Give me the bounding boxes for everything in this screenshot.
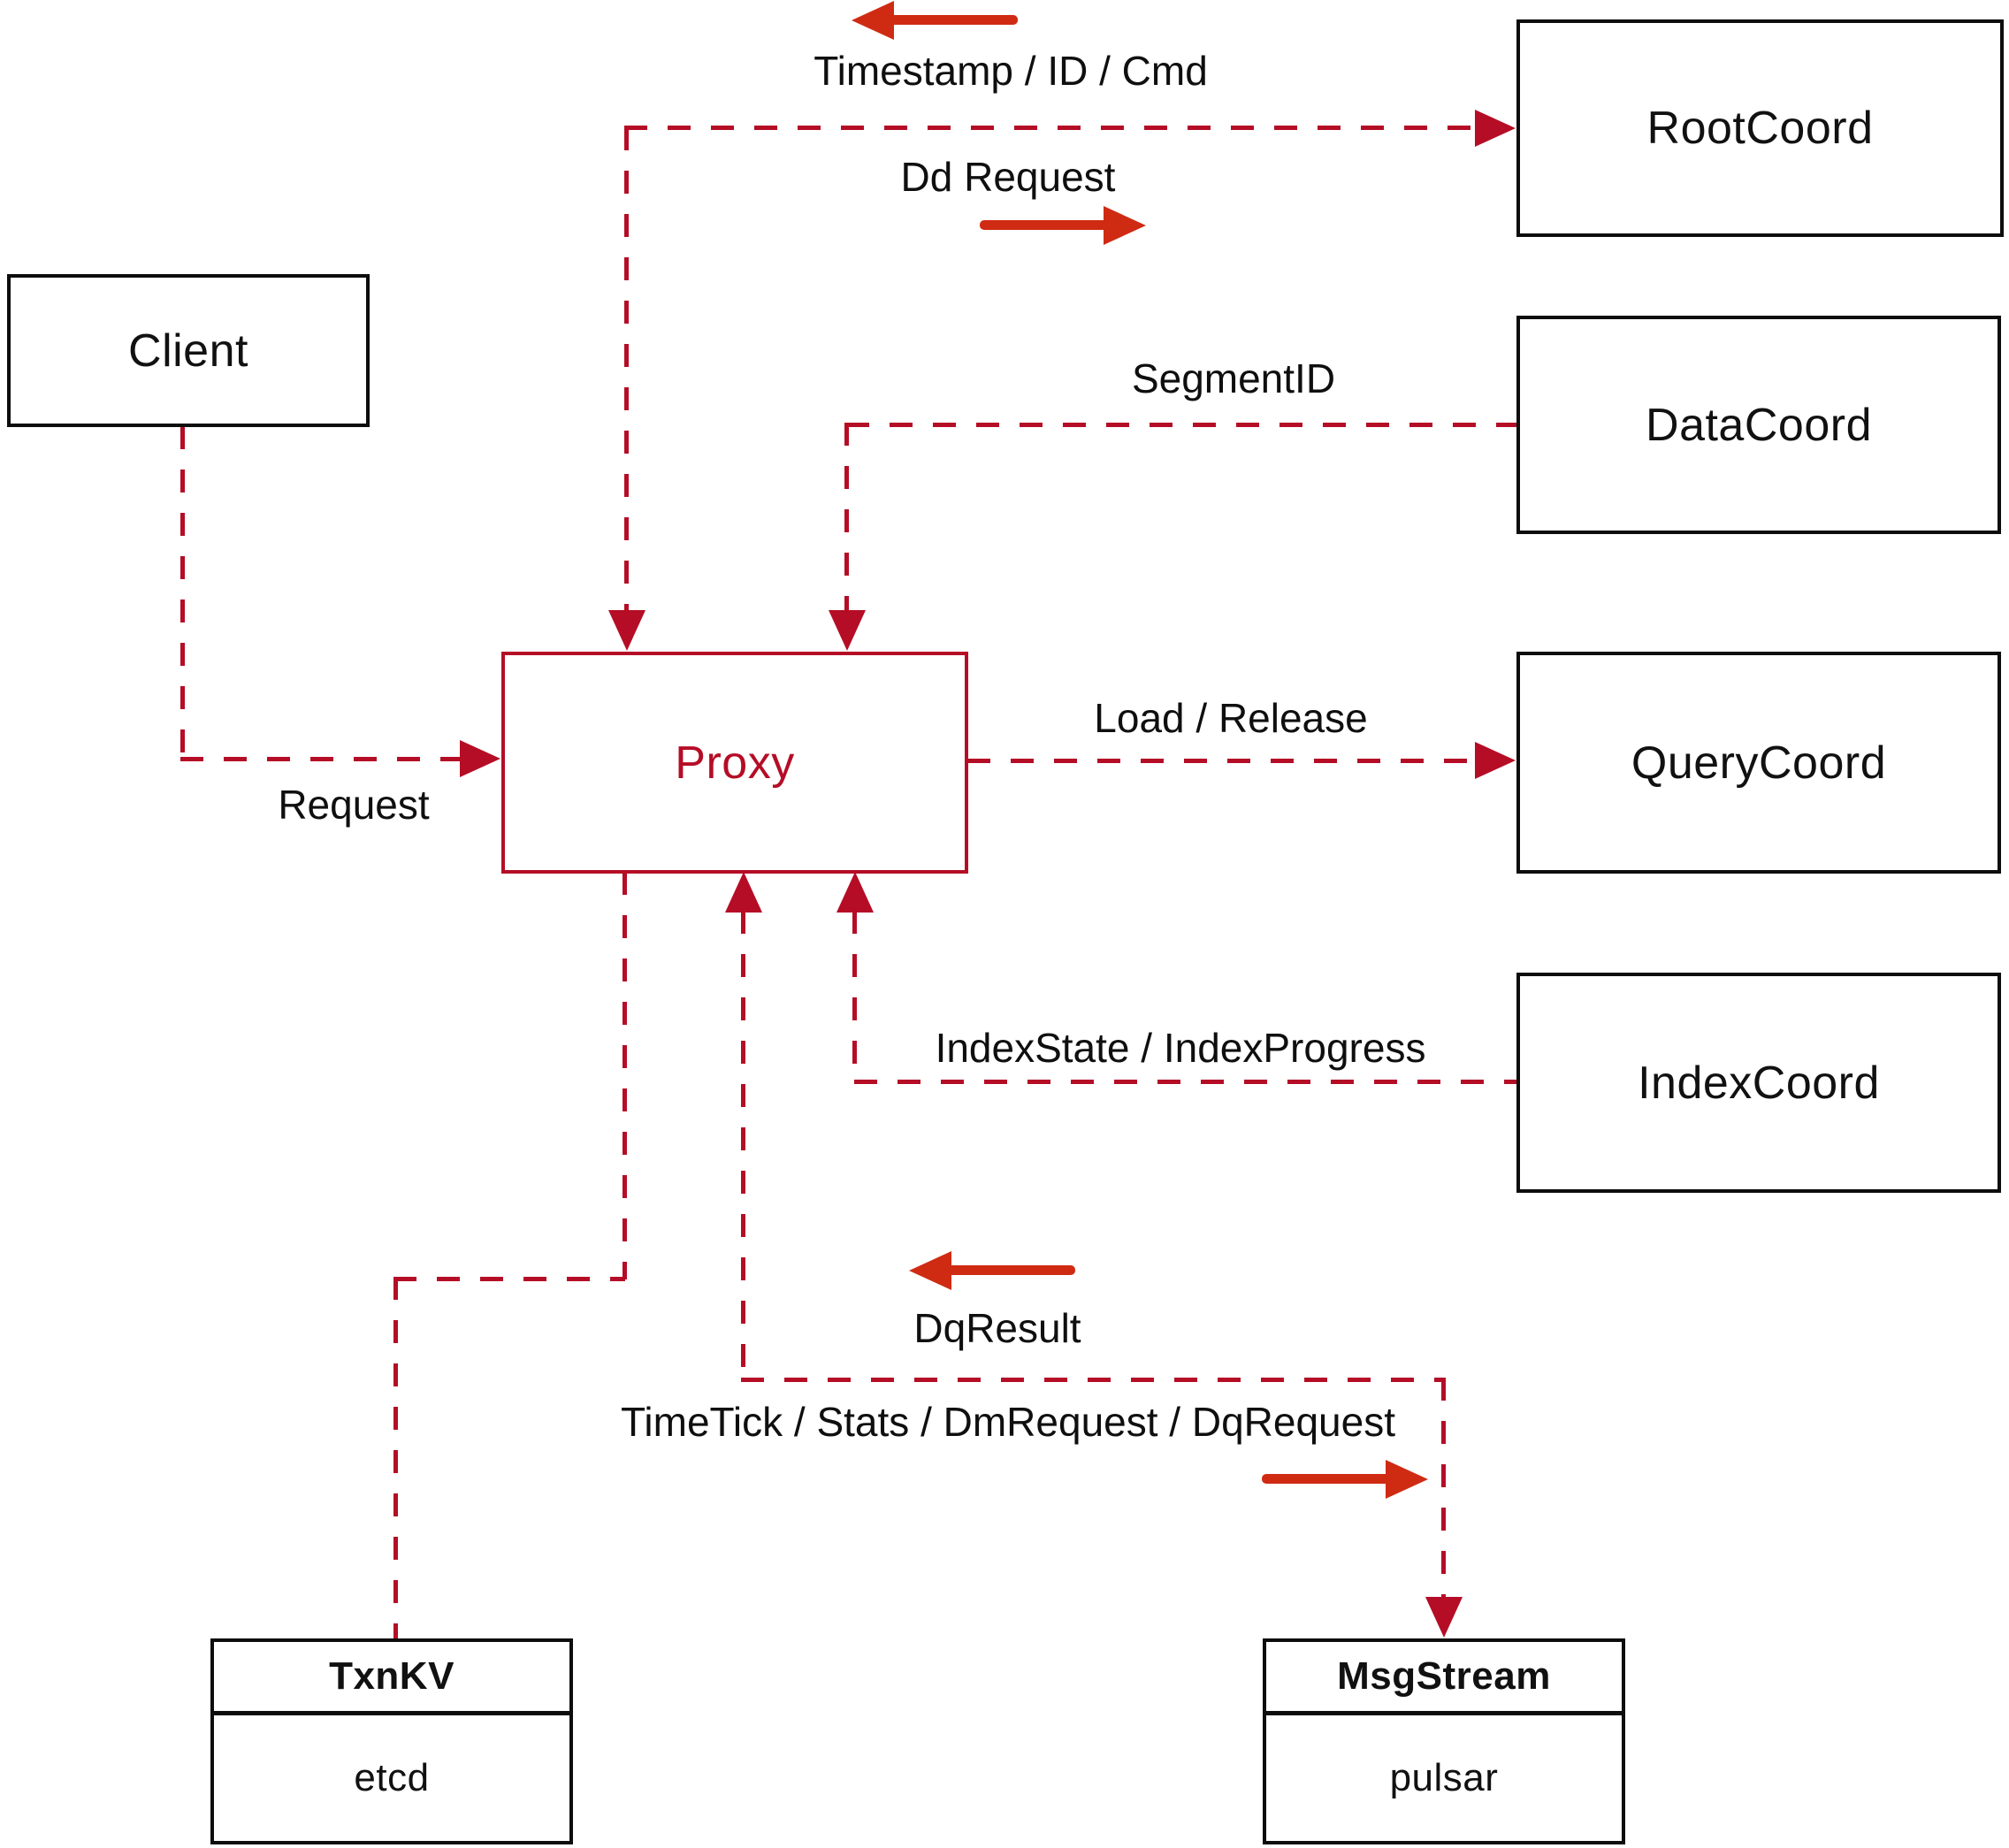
node-proxy-label: Proxy — [675, 737, 795, 789]
edge-label-segmentid: SegmentID — [1131, 355, 1336, 401]
edge-indexcoord-vertical — [852, 911, 857, 1082]
arrow-left-icon — [909, 1250, 1077, 1291]
edge-label-timestamp-id-cmd: Timestamp / ID / Cmd — [814, 48, 1208, 94]
arrowhead-into-querycoord — [1475, 742, 1516, 779]
edge-indexcoord-horizontal — [854, 1080, 1516, 1084]
edge-client-horizontal — [180, 757, 462, 761]
edge-label-indexstate: IndexState / IndexProgress — [935, 1025, 1426, 1071]
edge-label-request: Request — [278, 782, 430, 828]
edge-label-timetick: TimeTick / Stats / DmRequest / DqRequest — [621, 1399, 1395, 1445]
node-rootcoord: RootCoord — [1516, 19, 2004, 237]
node-rootcoord-label: RootCoord — [1646, 103, 1874, 154]
node-proxy: Proxy — [501, 652, 968, 874]
arrow-right-icon — [978, 205, 1146, 246]
edge-client-vertical — [180, 426, 185, 759]
edge-label-load-release: Load / Release — [1094, 695, 1368, 741]
node-indexcoord-label: IndexCoord — [1638, 1057, 1880, 1109]
edge-msgstream-vertical-upper — [741, 911, 745, 1381]
edge-proxy-rootcoord-vertical — [624, 127, 629, 618]
edge-msgstream-vertical-lower — [1441, 1378, 1446, 1599]
node-msgstream-subtitle: pulsar — [1389, 1756, 1499, 1799]
edge-querycoord-horizontal — [967, 759, 1476, 763]
node-txnkv: TxnKV etcd — [210, 1638, 573, 1844]
edge-txnkv-vertical-lower — [393, 1277, 398, 1638]
arrow-right-icon — [1260, 1459, 1428, 1500]
node-client-label: Client — [128, 325, 248, 377]
node-datacoord-label: DataCoord — [1646, 399, 1872, 451]
arrowhead-into-proxy-bottom-right — [836, 872, 874, 913]
node-txnkv-subtitle: etcd — [354, 1756, 430, 1799]
arrowhead-into-proxy-top-left — [608, 610, 645, 651]
arrowhead-into-proxy-left — [460, 740, 500, 777]
node-querycoord: QueryCoord — [1516, 652, 2001, 874]
edge-label-dqresult: DqResult — [913, 1305, 1081, 1351]
node-datacoord: DataCoord — [1516, 316, 2001, 534]
node-indexcoord: IndexCoord — [1516, 973, 2001, 1193]
node-client: Client — [7, 274, 370, 427]
arrowhead-into-proxy-bottom-left — [725, 872, 762, 913]
node-txnkv-title: TxnKV — [214, 1642, 569, 1715]
arrowhead-into-proxy-top-right — [829, 610, 866, 651]
edge-label-dd-request: Dd Request — [900, 154, 1116, 200]
edge-datacoord-horizontal — [846, 423, 1516, 427]
edge-txnkv-vertical-upper — [623, 872, 627, 1279]
edge-proxy-rootcoord-horizontal — [624, 126, 1473, 130]
edge-msgstream-horizontal — [741, 1378, 1446, 1382]
edge-datacoord-vertical — [844, 423, 849, 617]
arrowhead-into-rootcoord — [1475, 110, 1516, 147]
arrowhead-into-msgstream — [1425, 1597, 1463, 1638]
node-msgstream-title: MsgStream — [1266, 1642, 1622, 1715]
node-querycoord-label: QueryCoord — [1631, 737, 1887, 789]
edge-txnkv-horizontal — [393, 1277, 625, 1281]
node-msgstream: MsgStream pulsar — [1263, 1638, 1625, 1844]
arrow-left-icon — [852, 0, 1020, 41]
